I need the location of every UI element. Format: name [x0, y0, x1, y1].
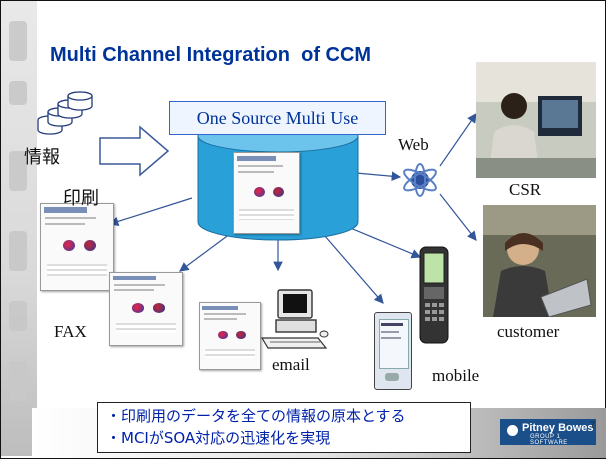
summary-callout: ・印刷用のデータを全ての情報の原本とする ・MCIがSOA対応の迅速化を実現 [97, 402, 471, 453]
pda-icon [374, 312, 412, 390]
input-block-arrow [99, 125, 170, 177]
master-document [233, 152, 300, 234]
email-label: email [272, 355, 310, 374]
brand-mark-icon [507, 425, 518, 436]
customer-photo [483, 205, 596, 317]
print-document [40, 203, 114, 291]
customer-label: customer [497, 322, 560, 341]
brand-name: Pitney Bowes [522, 422, 594, 434]
source-label: One Source Multi Use [169, 101, 386, 135]
web-label: Web [398, 135, 429, 154]
callout-line-1: ・印刷用のデータを全ての情報の原本とする [106, 407, 406, 425]
fax-document [109, 272, 183, 346]
csr-photo [476, 62, 596, 178]
print-label: 印刷 [63, 188, 99, 209]
page-title: Multi Channel Integration of CCM [50, 44, 372, 66]
desktop-computer-icon [260, 289, 329, 349]
mobile-label: mobile [432, 366, 480, 385]
strip-pattern-icon [9, 21, 27, 401]
page-number: 7 [590, 420, 596, 430]
pitney-bowes-logo: Pitney Bowes GROUP 1 SOFTWARE [500, 419, 596, 446]
web-globe-icon [403, 163, 437, 197]
left-decorative-strip [1, 1, 37, 456]
callout-line-2: ・MCIがSOA対応の迅速化を実現 [106, 429, 331, 447]
info-label: 情報 [24, 147, 60, 168]
database-stack-icon [37, 91, 93, 135]
brand-tagline: GROUP 1 SOFTWARE [530, 434, 568, 446]
fax-label: FAX [54, 322, 87, 341]
mobile-phone-icon [419, 246, 449, 344]
csr-label: CSR [509, 180, 542, 199]
email-document [199, 302, 261, 370]
